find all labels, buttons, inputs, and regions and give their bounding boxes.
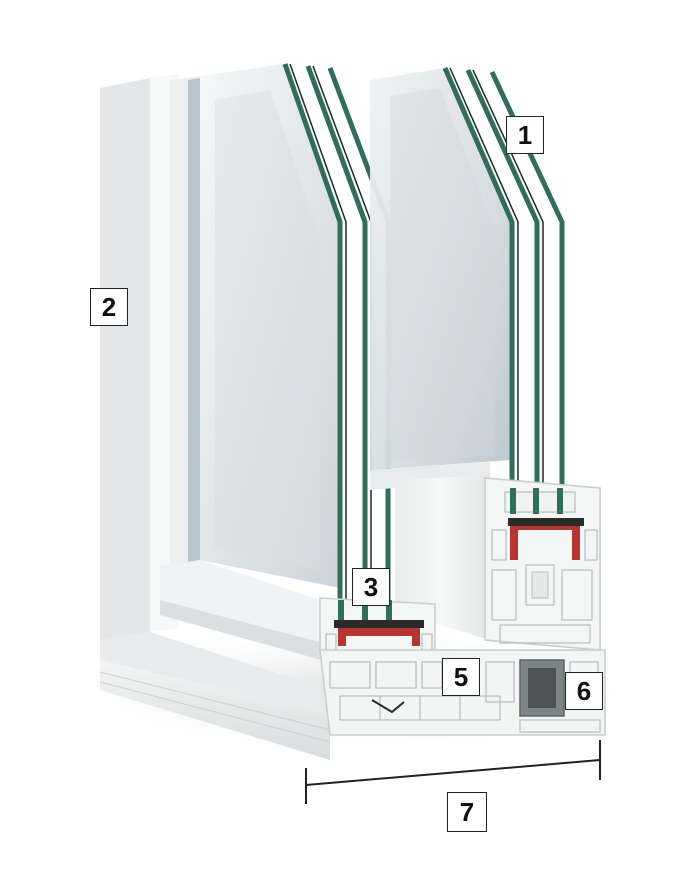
- left-profile-section: [319, 597, 436, 661]
- callout-label-2: 2: [90, 288, 128, 326]
- right-sash-frame: [370, 462, 490, 640]
- callout-label-5: 5: [442, 658, 480, 696]
- callout-label-3: 3: [352, 568, 390, 606]
- left-glass-unit: [188, 63, 391, 600]
- right-glass-unit: [370, 67, 565, 500]
- callout-label-1: 1: [506, 116, 544, 154]
- callout-label-6: 6: [565, 672, 603, 710]
- right-profile-section: [484, 477, 601, 651]
- dimension-line: [305, 740, 601, 804]
- callout-label-7: 7: [447, 792, 487, 832]
